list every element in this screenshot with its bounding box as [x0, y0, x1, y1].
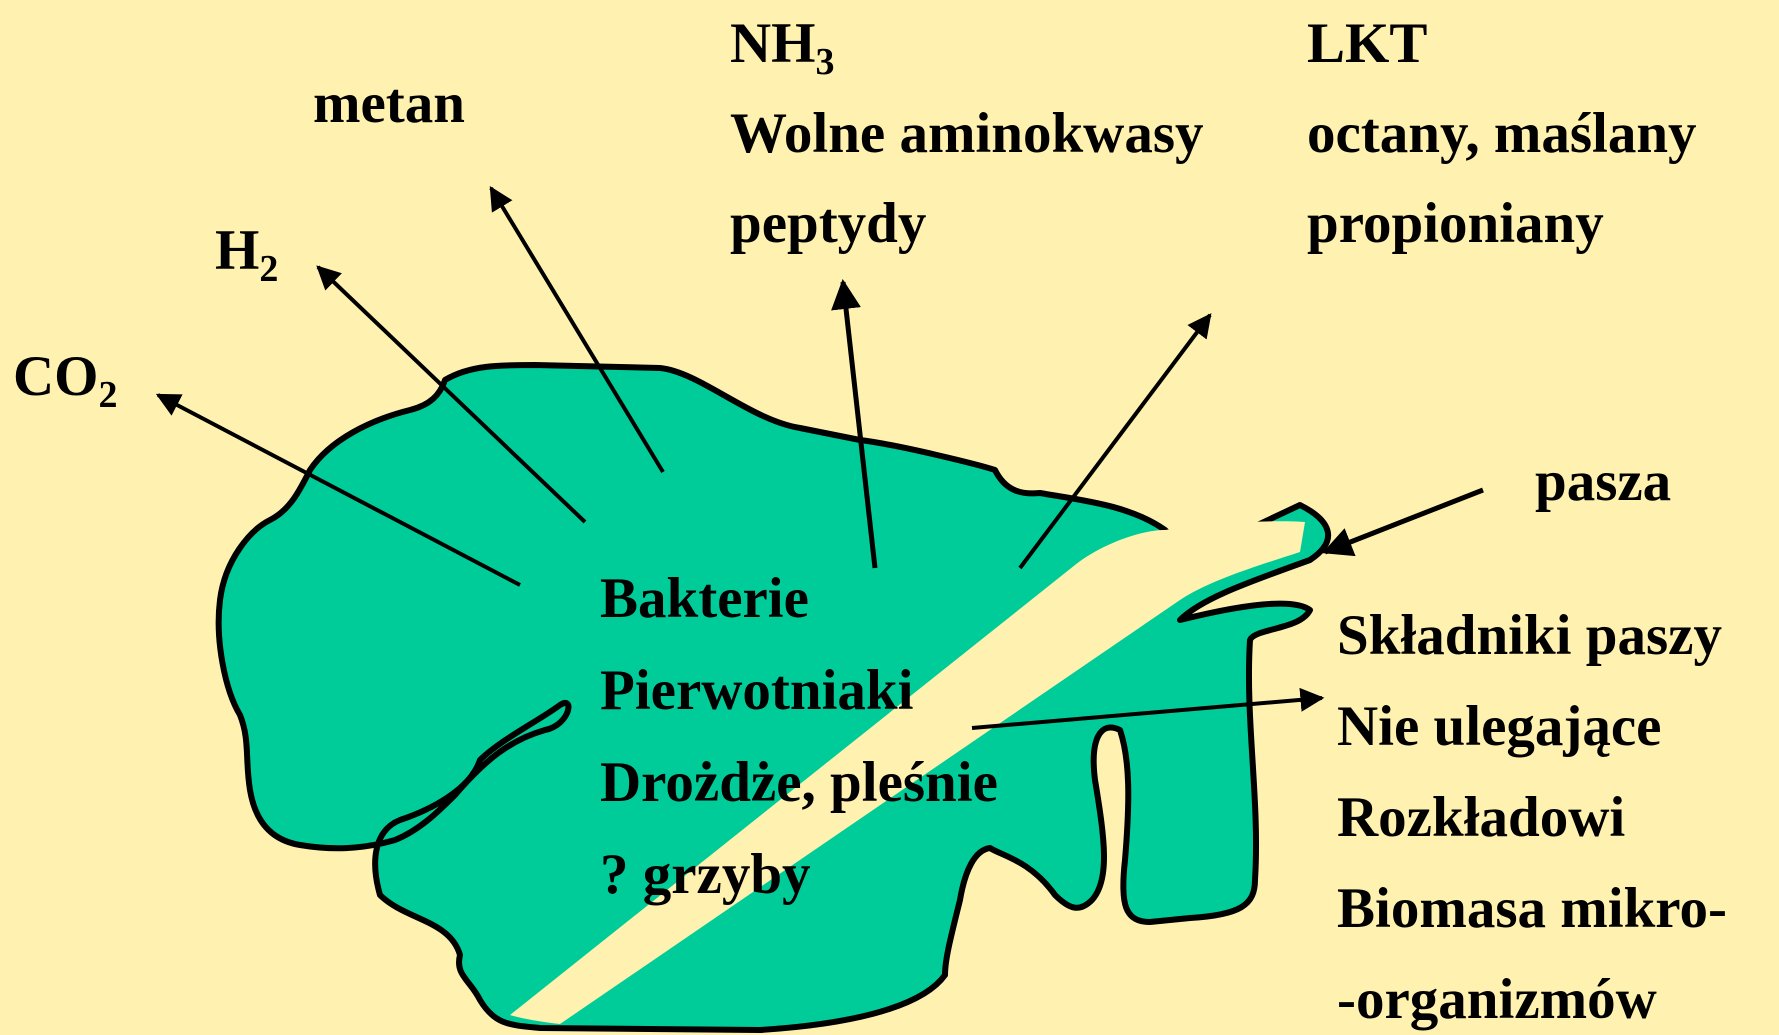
label-h2: H2: [215, 222, 278, 279]
arrow-pasza: [1325, 490, 1483, 552]
label-output-skladniki: Składniki paszy: [1337, 607, 1722, 664]
label-output-organizmow: -organizmów: [1337, 971, 1657, 1028]
label-peptydy: peptydy: [730, 195, 926, 252]
label-pasza: pasza: [1535, 453, 1671, 510]
label-microbe-bakterie: Bakterie: [600, 570, 809, 627]
label-lkt: LKT: [1307, 15, 1427, 72]
label-co2: CO2: [13, 348, 118, 405]
label-output-rozkladowi: Rozkładowi: [1337, 789, 1625, 846]
label-nh3: NH3: [730, 15, 835, 72]
label-output-biomasa: Biomasa mikro-: [1337, 880, 1727, 937]
label-h2-sub: 2: [259, 248, 278, 290]
label-h2-base: H: [215, 219, 259, 282]
label-microbe-grzyby: ? grzyby: [600, 846, 811, 903]
label-co2-sub: 2: [99, 374, 118, 416]
label-co2-base: CO: [13, 345, 99, 408]
label-propioniany: propioniany: [1307, 195, 1604, 252]
label-metan: metan: [313, 75, 465, 132]
label-microbe-drozdze: Drożdże, pleśnie: [600, 754, 998, 811]
label-octany: octany, maślany: [1307, 105, 1697, 162]
label-microbe-pierwotniaki: Pierwotniaki: [600, 662, 913, 719]
label-nh3-sub: 3: [816, 41, 835, 83]
label-nh3-base: NH: [730, 12, 816, 75]
label-output-nie-ulegajace: Nie ulegające: [1337, 698, 1661, 755]
label-aminokwasy: Wolne aminokwasy: [730, 105, 1204, 162]
